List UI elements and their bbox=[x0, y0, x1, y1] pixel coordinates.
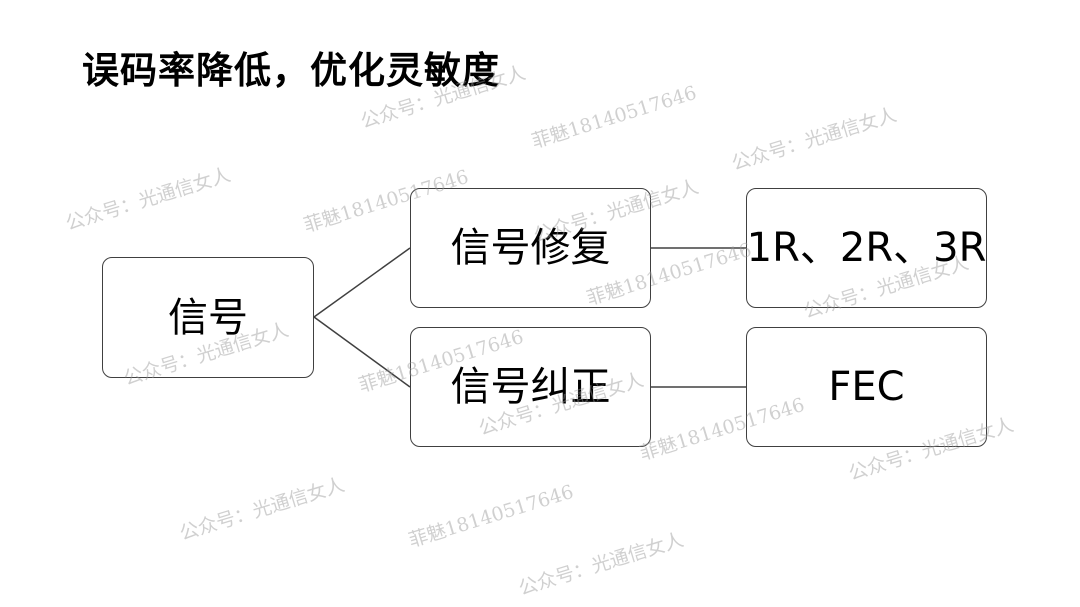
node-signal: 信号 bbox=[102, 257, 314, 378]
node-signal-label: 信号 bbox=[168, 294, 248, 341]
node-signal-correction-label: 信号纠正 bbox=[450, 364, 611, 410]
node-correction-detail: FEC bbox=[746, 327, 987, 447]
node-signal-repair: 信号修复 bbox=[410, 188, 651, 308]
node-repair-detail: 1R、2R、3R bbox=[746, 188, 987, 308]
page-title: 误码率降低，优化灵敏度 bbox=[82, 49, 500, 92]
node-signal-correction: 信号纠正 bbox=[410, 327, 651, 447]
node-signal-repair-label: 信号修复 bbox=[450, 225, 611, 271]
node-repair-detail-label: 1R、2R、3R bbox=[746, 225, 987, 271]
connector-root-correction bbox=[313, 316, 411, 388]
node-correction-detail-label: FEC bbox=[828, 364, 905, 410]
connector-root-repair bbox=[313, 247, 411, 318]
